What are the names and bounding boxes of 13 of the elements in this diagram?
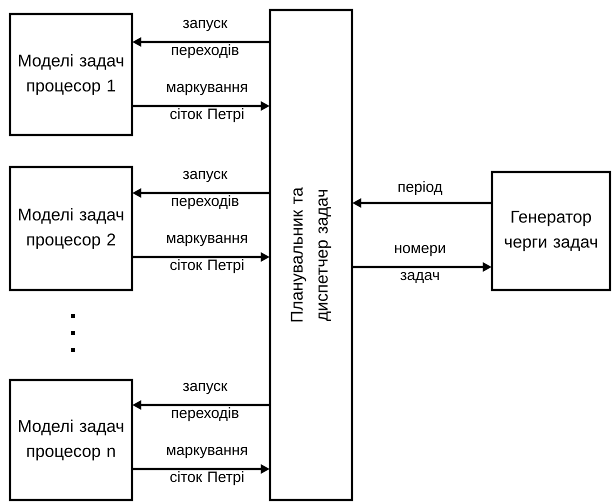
edge-label: маркування сіток Петрі — [167, 234, 247, 274]
generator-box: Генератор черги задач — [490, 170, 612, 292]
edge-label: запуск переходів — [172, 382, 238, 422]
edge-label: маркування сіток Петрі — [167, 446, 247, 486]
edge-label: запуск переходів — [172, 170, 238, 210]
process-box: Моделі задач процесор 2 — [8, 166, 134, 292]
edge-label: маркування сіток Петрі — [167, 84, 247, 122]
edge-label: номери задач — [395, 244, 445, 284]
process-box: Моделі задач процесор n — [8, 378, 134, 502]
edge-label: запуск переходів — [172, 20, 238, 58]
scheduler-box: Планувальник та диспетчер задач — [268, 8, 354, 502]
process-box: Моделі задач процесор 1 — [8, 12, 134, 136]
edge-label: період — [398, 181, 442, 195]
